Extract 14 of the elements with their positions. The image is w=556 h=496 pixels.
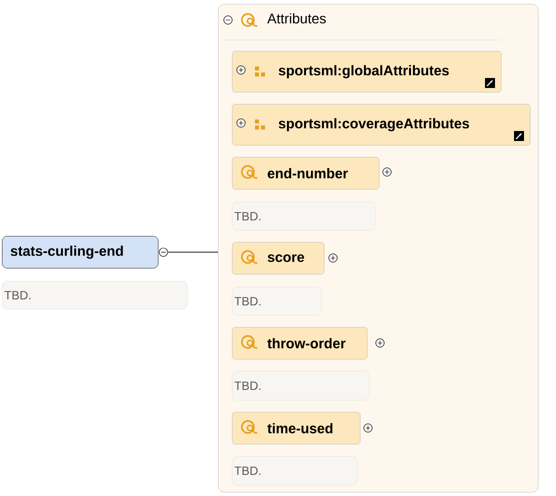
connector-line bbox=[168, 252, 218, 253]
attribute-group-box: sportsml:coverageAttributes bbox=[232, 104, 530, 146]
element-box: stats-curling-end bbox=[2, 236, 158, 268]
attribute-box: score bbox=[232, 242, 324, 274]
comment-box: TBD. bbox=[232, 202, 376, 230]
comment-box: TBD. bbox=[232, 456, 358, 486]
attribute-box: time-used bbox=[232, 412, 360, 444]
attribute-group-box: sportsml:globalAttributes bbox=[232, 51, 502, 92]
attribute-box: end-number bbox=[232, 157, 380, 190]
comment-box: TBD. bbox=[232, 287, 322, 316]
attribute-box: throw-order bbox=[232, 327, 368, 360]
comment-box: TBD. bbox=[2, 281, 188, 310]
comment-box: TBD. bbox=[232, 371, 370, 400]
collapse-icon bbox=[158, 248, 168, 257]
